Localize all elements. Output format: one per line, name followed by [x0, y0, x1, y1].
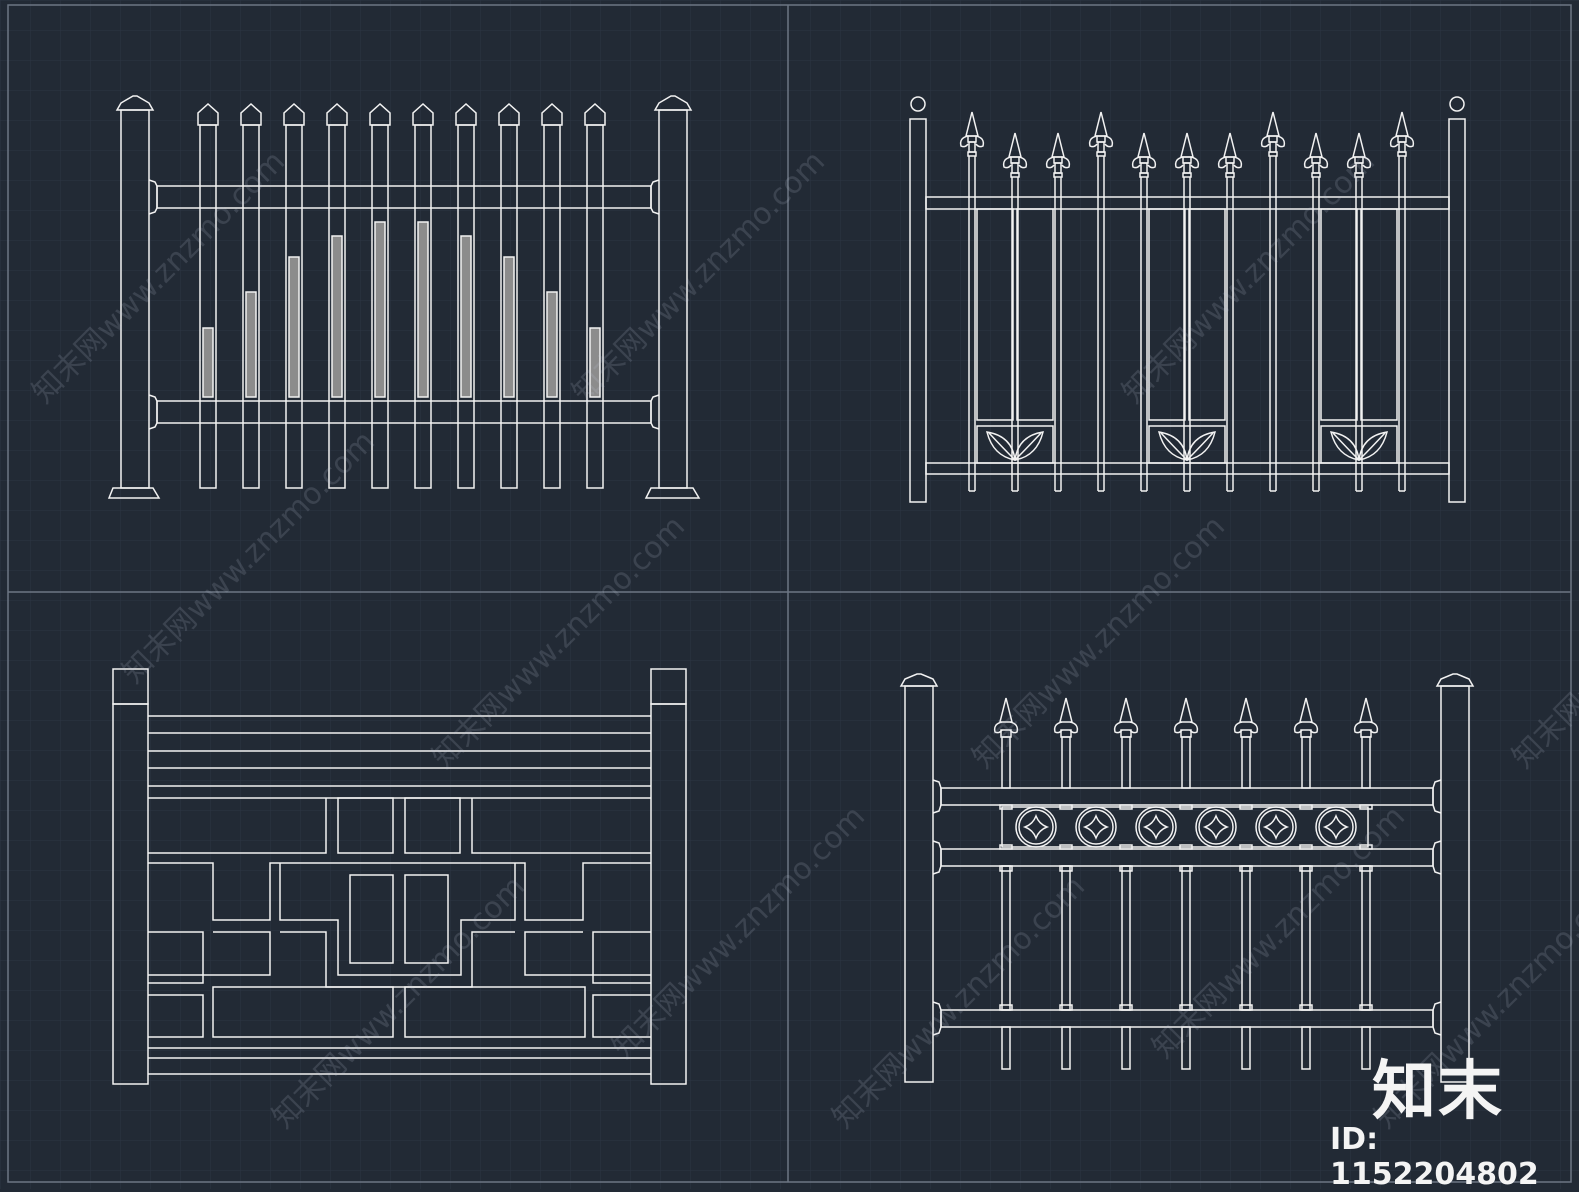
coin-center	[1262, 813, 1290, 841]
picket	[498, 102, 520, 489]
coin-ring	[1195, 806, 1237, 848]
spear-bar	[1088, 111, 1114, 492]
fence-elevation-2	[909, 96, 1466, 503]
coin-ring	[1255, 806, 1297, 848]
fence-elevation-4	[899, 673, 1475, 1083]
coin-center	[1202, 813, 1230, 841]
leaf-panel	[1320, 208, 1398, 464]
picket-slot	[374, 221, 386, 398]
picket-slot	[245, 291, 257, 398]
leaf-shape	[1157, 431, 1188, 461]
picket-slot	[288, 256, 300, 398]
image-id-label: ID: 1152204802	[1330, 1122, 1539, 1192]
coin-center	[1082, 813, 1110, 841]
spear-bar	[1353, 697, 1379, 1070]
picket-group	[197, 102, 606, 489]
coin-ring	[1315, 806, 1357, 848]
spear-bar	[1389, 111, 1415, 492]
spear-bar	[1293, 697, 1319, 1070]
spear-bar	[1174, 132, 1200, 492]
fence-elevation-1	[107, 95, 701, 499]
picket-slot	[417, 221, 429, 398]
spear-bar	[1217, 132, 1243, 492]
picket	[240, 102, 262, 489]
leaf-shape	[1329, 431, 1360, 461]
leaf-shape	[985, 431, 1016, 461]
picket-slot	[460, 235, 472, 398]
coin-ring	[1015, 806, 1057, 848]
spear-bar	[1173, 697, 1199, 1070]
picket	[369, 102, 391, 489]
picket-slot	[589, 327, 601, 398]
leaf-panel-group	[976, 208, 1398, 464]
spear-bar-group	[959, 111, 1415, 492]
leaf-shape	[1358, 431, 1389, 461]
leaf-panel	[976, 208, 1054, 464]
coin-ring	[1135, 806, 1177, 848]
coin-center	[1022, 813, 1050, 841]
spear-bar	[1002, 132, 1028, 492]
spear-bar	[1131, 132, 1157, 492]
picket-slot	[202, 327, 214, 398]
coin-ring	[1075, 806, 1117, 848]
spear-bar	[959, 111, 985, 492]
spear-bar	[1113, 697, 1139, 1070]
coin-center	[1142, 813, 1170, 841]
spear-bar	[1260, 111, 1286, 492]
coin-center	[1322, 813, 1350, 841]
leaf-panel	[1148, 208, 1226, 464]
spear-bar	[1233, 697, 1259, 1070]
spear-bar	[1346, 132, 1372, 492]
spear-bar-group	[993, 697, 1379, 1070]
picket	[197, 102, 219, 489]
picket	[283, 102, 305, 489]
spear-bar	[993, 697, 1019, 1070]
picket-slot	[503, 256, 515, 398]
picket	[412, 102, 434, 489]
coin-ring-group	[1015, 806, 1357, 848]
panel-frame	[7, 4, 1572, 1183]
picket	[455, 102, 477, 489]
leaf-shape	[1186, 431, 1217, 461]
spear-bar	[1045, 132, 1071, 492]
spear-bar	[1303, 132, 1329, 492]
picket	[541, 102, 563, 489]
picket-slot	[546, 291, 558, 398]
fence-elevation-3	[112, 668, 687, 1085]
picket-slot	[331, 235, 343, 398]
picket	[326, 102, 348, 489]
leaf-shape	[1014, 431, 1045, 461]
spear-bar	[1053, 697, 1079, 1070]
picket	[584, 102, 606, 489]
brand-logo: 知末	[1372, 1055, 1504, 1129]
